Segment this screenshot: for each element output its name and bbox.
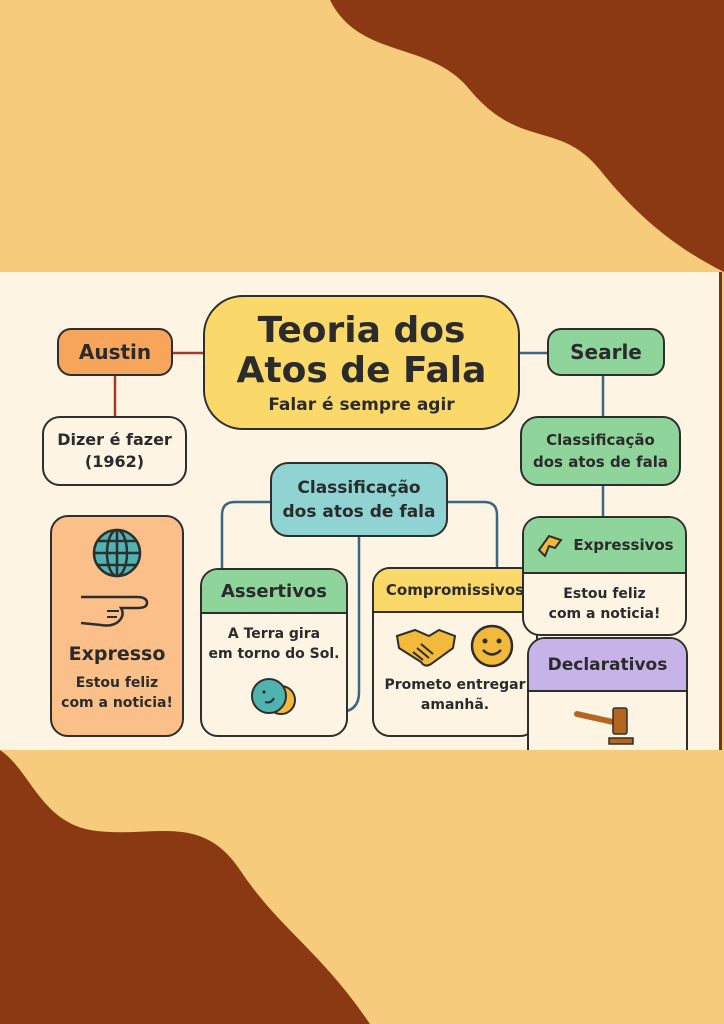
- title-line2: Atos de Fala: [236, 349, 487, 391]
- austin-node: Austin: [57, 328, 173, 376]
- searle-classification-line2: dos atos de fala: [533, 453, 668, 471]
- assertivos-card: Assertivos A Terra gira em torno do Sol.: [200, 568, 348, 737]
- austin-label: Austin: [78, 340, 152, 364]
- austin-detail-line2: (1962): [84, 452, 145, 471]
- expresso-line1: Estou feliz: [75, 675, 159, 691]
- smiley-icon: [470, 624, 514, 668]
- pointing-hand-icon: [80, 595, 149, 627]
- gavel-icon: [573, 707, 634, 745]
- declarativos-title: Declarativos: [547, 654, 668, 675]
- expressivos-line2: com a noticia!: [548, 606, 661, 622]
- expressivos-title: Expressivos: [573, 536, 674, 554]
- searle-classification-line1: Classificação: [546, 431, 655, 449]
- searle-classification-node: Classificação dos atos de fala: [520, 416, 681, 486]
- compromissivos-title: Compromissivos: [385, 581, 525, 599]
- expresso-title: Expresso: [68, 643, 166, 665]
- compromissivos-line1: Prometo entregar: [384, 677, 526, 693]
- title-node: Teoria dos Atos de Fala Falar é sempre a…: [203, 295, 520, 430]
- title-line1: Teoria dos: [257, 309, 466, 351]
- expressivos-card: Expressivos Estou feliz com a noticia!: [522, 516, 687, 636]
- title-subtitle: Falar é sempre agir: [268, 394, 455, 415]
- compromissivos-line2: amanhã.: [420, 697, 490, 713]
- assertivos-line2: em torno do Sol.: [208, 646, 340, 662]
- compromissivos-card: Compromissivos Prometo entregar amanhã.: [372, 567, 538, 737]
- austin-detail-node: Dizer é fazer (1962): [42, 416, 187, 486]
- center-classification-line2: dos atos de fala: [282, 501, 436, 522]
- searle-node: Searle: [547, 328, 665, 376]
- globe-icon: [92, 528, 142, 578]
- handshake-icon: [395, 628, 457, 667]
- center-classification-line1: Classificação: [297, 477, 421, 498]
- center-classification-node: Classificação dos atos de fala: [270, 462, 448, 537]
- decorative-wave-bottom-left: [0, 750, 370, 1024]
- expresso-card: Expresso Estou feliz com a noticia!: [50, 515, 184, 737]
- decorative-wave-top-right: [330, 0, 724, 272]
- smiling-blob-icon: [251, 678, 296, 715]
- mind-map-panel: Teoria dos Atos de Fala Falar é sempre a…: [0, 272, 722, 750]
- searle-label: Searle: [570, 340, 642, 364]
- hand-icon: [538, 534, 564, 558]
- austin-detail-line1: Dizer é fazer: [57, 430, 172, 449]
- declarativos-card: Declarativos: [527, 637, 688, 750]
- expresso-line2: com a noticia!: [61, 695, 173, 711]
- assertivos-line1: A Terra gira: [227, 626, 321, 642]
- expressivos-line1: Estou feliz: [563, 586, 646, 602]
- assertivos-title: Assertivos: [220, 580, 328, 602]
